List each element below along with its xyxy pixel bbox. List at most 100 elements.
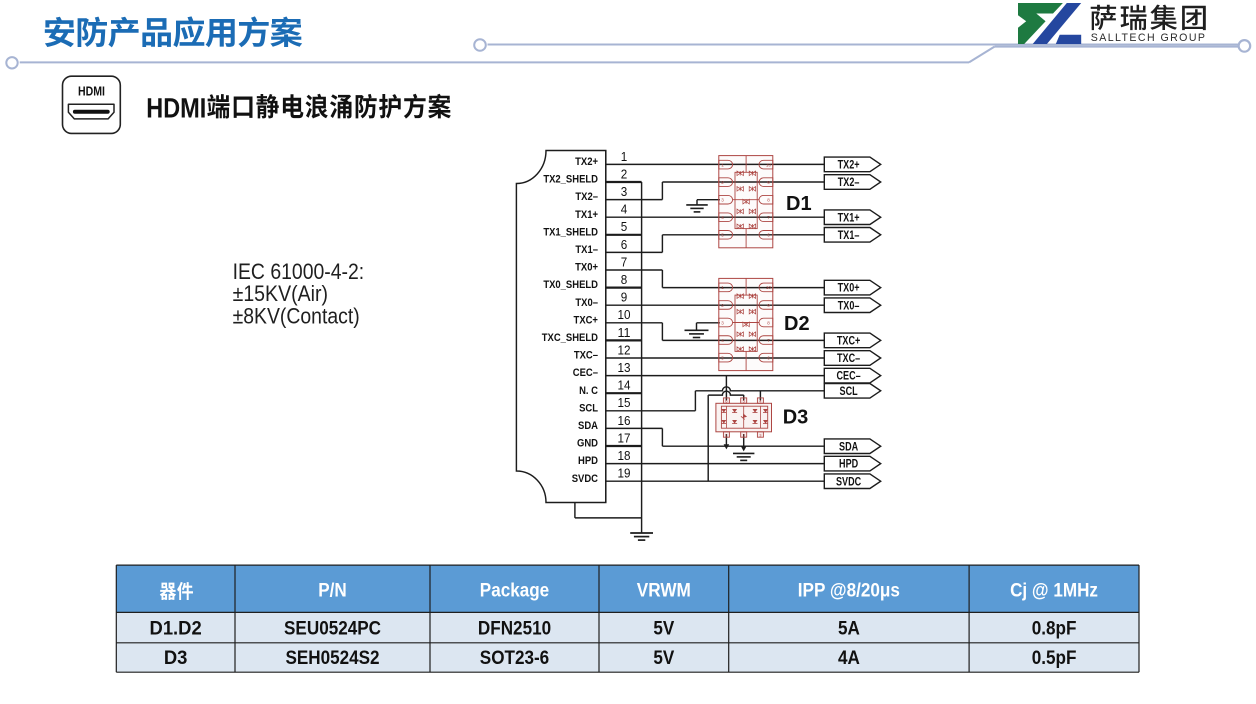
svg-text:2: 2 — [743, 433, 746, 438]
svg-text:6: 6 — [725, 399, 728, 404]
svg-text:D3: D3 — [783, 407, 809, 429]
svg-text:14: 14 — [617, 379, 630, 393]
svg-text:SDA: SDA — [839, 440, 859, 453]
svg-text:TXC+: TXC+ — [837, 335, 861, 348]
svg-text:15: 15 — [617, 396, 630, 410]
svg-text:5: 5 — [621, 220, 628, 234]
svg-text:0.8pF: 0.8pF — [1032, 619, 1077, 640]
svg-text:12: 12 — [617, 343, 630, 357]
svg-text:TX2–: TX2– — [575, 191, 598, 203]
svg-text:TX1+: TX1+ — [575, 209, 598, 221]
svg-text:4: 4 — [759, 399, 762, 404]
svg-text:D2: D2 — [784, 313, 810, 335]
svg-text:8: 8 — [767, 320, 770, 325]
svg-text:10: 10 — [617, 308, 630, 322]
svg-text:8: 8 — [621, 273, 628, 287]
svg-text:TX1+: TX1+ — [838, 211, 860, 224]
svg-text:5: 5 — [721, 355, 724, 360]
svg-text:8: 8 — [767, 198, 770, 203]
svg-text:9: 9 — [767, 303, 770, 308]
svg-text:TXC_SHELD: TXC_SHELD — [542, 332, 598, 344]
svg-text:D3: D3 — [164, 648, 188, 669]
svg-text:7: 7 — [767, 338, 770, 343]
svg-text:4: 4 — [721, 338, 724, 343]
svg-text:TX1_SHELD: TX1_SHELD — [543, 226, 598, 238]
svg-text:SDA: SDA — [578, 420, 598, 432]
svg-text:6: 6 — [767, 233, 770, 238]
svg-text:4: 4 — [621, 203, 628, 217]
svg-text:SCL: SCL — [579, 402, 598, 414]
svg-text:0.5pF: 0.5pF — [1032, 648, 1077, 669]
svg-text:±8KV(Contact): ±8KV(Contact) — [233, 304, 360, 329]
svg-text:6: 6 — [767, 355, 770, 360]
svg-text:IEC 61000-4-2:: IEC 61000-4-2: — [233, 259, 365, 284]
svg-text:VRWM: VRWM — [637, 581, 691, 602]
svg-text:10: 10 — [766, 162, 772, 167]
svg-text:2: 2 — [721, 180, 724, 185]
svg-text:1: 1 — [721, 162, 724, 167]
svg-text:SCL: SCL — [840, 385, 858, 398]
svg-text:TX0–: TX0– — [838, 299, 860, 312]
svg-text:TX2+: TX2+ — [838, 159, 860, 172]
svg-text:CEC–: CEC– — [573, 367, 598, 379]
svg-text:TX0+: TX0+ — [838, 282, 860, 295]
svg-text:9: 9 — [621, 291, 628, 305]
svg-text:SEU0524PC: SEU0524PC — [284, 619, 381, 640]
svg-text:TX2+: TX2+ — [575, 156, 598, 168]
svg-text:±15KV(Air): ±15KV(Air) — [233, 281, 328, 306]
svg-text:13: 13 — [617, 361, 630, 375]
svg-text:TX1–: TX1– — [838, 229, 860, 242]
svg-text:GND: GND — [577, 438, 598, 450]
svg-text:HPD: HPD — [839, 458, 858, 471]
svg-text:3: 3 — [621, 185, 628, 199]
svg-text:2: 2 — [621, 167, 628, 181]
svg-text:TX0_SHELD: TX0_SHELD — [543, 279, 598, 291]
svg-text:7: 7 — [621, 255, 628, 269]
svg-text:7: 7 — [767, 215, 770, 220]
svg-text:SOT23-6: SOT23-6 — [480, 648, 549, 669]
svg-text:CEC–: CEC– — [837, 370, 862, 383]
svg-text:3: 3 — [721, 320, 724, 325]
svg-text:5V: 5V — [653, 648, 674, 669]
svg-text:SEH0524S2: SEH0524S2 — [285, 648, 379, 669]
svg-text:TXC–: TXC– — [574, 350, 598, 362]
svg-text:SALLTECH GROUP: SALLTECH GROUP — [1091, 32, 1205, 44]
svg-text:10: 10 — [766, 285, 772, 290]
svg-text:SVDC: SVDC — [572, 473, 598, 485]
svg-text:HDMI: HDMI — [78, 85, 105, 99]
svg-text:1: 1 — [721, 285, 724, 290]
svg-text:TX0+: TX0+ — [575, 262, 598, 274]
svg-text:5V: 5V — [653, 619, 674, 640]
svg-text:1: 1 — [725, 433, 728, 438]
svg-text:4A: 4A — [838, 648, 860, 669]
svg-text:4: 4 — [721, 215, 724, 220]
svg-text:3: 3 — [759, 433, 762, 438]
svg-text:D1.D2: D1.D2 — [150, 619, 202, 640]
svg-text:IPP @8/20μs: IPP @8/20μs — [798, 581, 900, 602]
svg-text:HPD: HPD — [578, 455, 598, 467]
svg-text:D1: D1 — [786, 193, 812, 215]
svg-text:P/N: P/N — [318, 581, 347, 602]
svg-text:TX2_SHELD: TX2_SHELD — [543, 174, 598, 186]
svg-text:1: 1 — [621, 150, 628, 164]
svg-text:3: 3 — [721, 198, 724, 203]
svg-text:5A: 5A — [838, 619, 860, 640]
svg-text:2: 2 — [721, 303, 724, 308]
svg-text:TX0–: TX0– — [575, 297, 598, 309]
svg-text:N. C: N. C — [579, 385, 598, 397]
svg-text:TXC–: TXC– — [837, 352, 861, 365]
svg-text:5: 5 — [743, 399, 746, 404]
svg-text:SVDC: SVDC — [836, 475, 862, 488]
svg-text:19: 19 — [617, 467, 630, 481]
svg-text:9: 9 — [767, 180, 770, 185]
svg-text:5: 5 — [721, 233, 724, 238]
svg-text:11: 11 — [617, 326, 630, 340]
svg-text:Package: Package — [480, 581, 549, 602]
svg-text:17: 17 — [617, 431, 630, 445]
svg-text:TX2–: TX2– — [838, 176, 860, 189]
svg-text:TX1–: TX1– — [575, 244, 598, 256]
svg-text:6: 6 — [621, 238, 628, 252]
svg-text:TXC+: TXC+ — [574, 314, 598, 326]
svg-text:Cj @ 1MHz: Cj @ 1MHz — [1010, 581, 1098, 602]
svg-text:DFN2510: DFN2510 — [478, 619, 551, 640]
